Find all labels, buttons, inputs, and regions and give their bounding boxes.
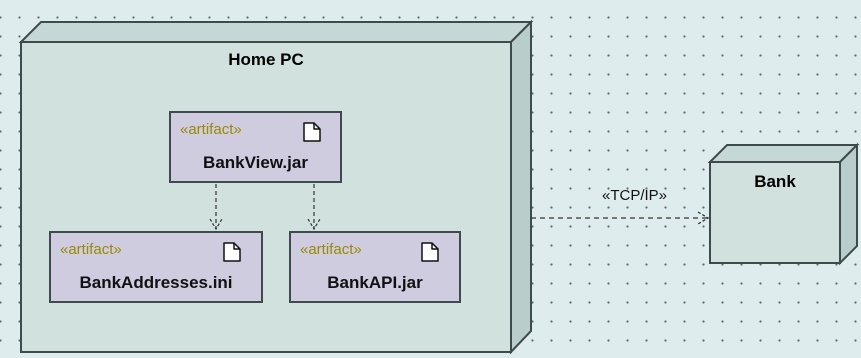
dependency-arrow-bankview-to-bankaddresses[interactable] — [209, 184, 223, 231]
document-icon — [223, 242, 241, 262]
artifact-stereotype: «artifact» — [60, 241, 122, 258]
artifact-stereotype: «artifact» — [300, 241, 362, 258]
bank-node-side — [839, 142, 858, 266]
home-pc-title: Home PC — [228, 50, 304, 69]
document-icon — [421, 242, 439, 262]
tcp-ip-connection-arrowhead — [697, 211, 710, 225]
home-pc-node-front — [20, 41, 512, 353]
document-icon — [303, 122, 321, 142]
bank-title: Bank — [754, 172, 796, 191]
home-pc-node-top — [18, 21, 534, 43]
home-pc-node-side — [510, 19, 532, 355]
artifact-name-bankview: BankView.jar — [203, 153, 308, 172]
dependency-arrow-bankview-to-bankapi[interactable] — [307, 184, 321, 231]
artifact-name-bankaddresses: BankAddresses.ini — [79, 273, 233, 292]
bank-node-front — [709, 161, 841, 264]
bank-node-top — [707, 144, 860, 163]
tcp-ip-connection-label: «TCP/IP» — [602, 187, 668, 204]
artifact-stereotype: «artifact» — [180, 121, 242, 138]
artifact-name-bankapi: BankAPI.jar — [327, 273, 423, 292]
bank-node[interactable] — [707, 142, 860, 266]
